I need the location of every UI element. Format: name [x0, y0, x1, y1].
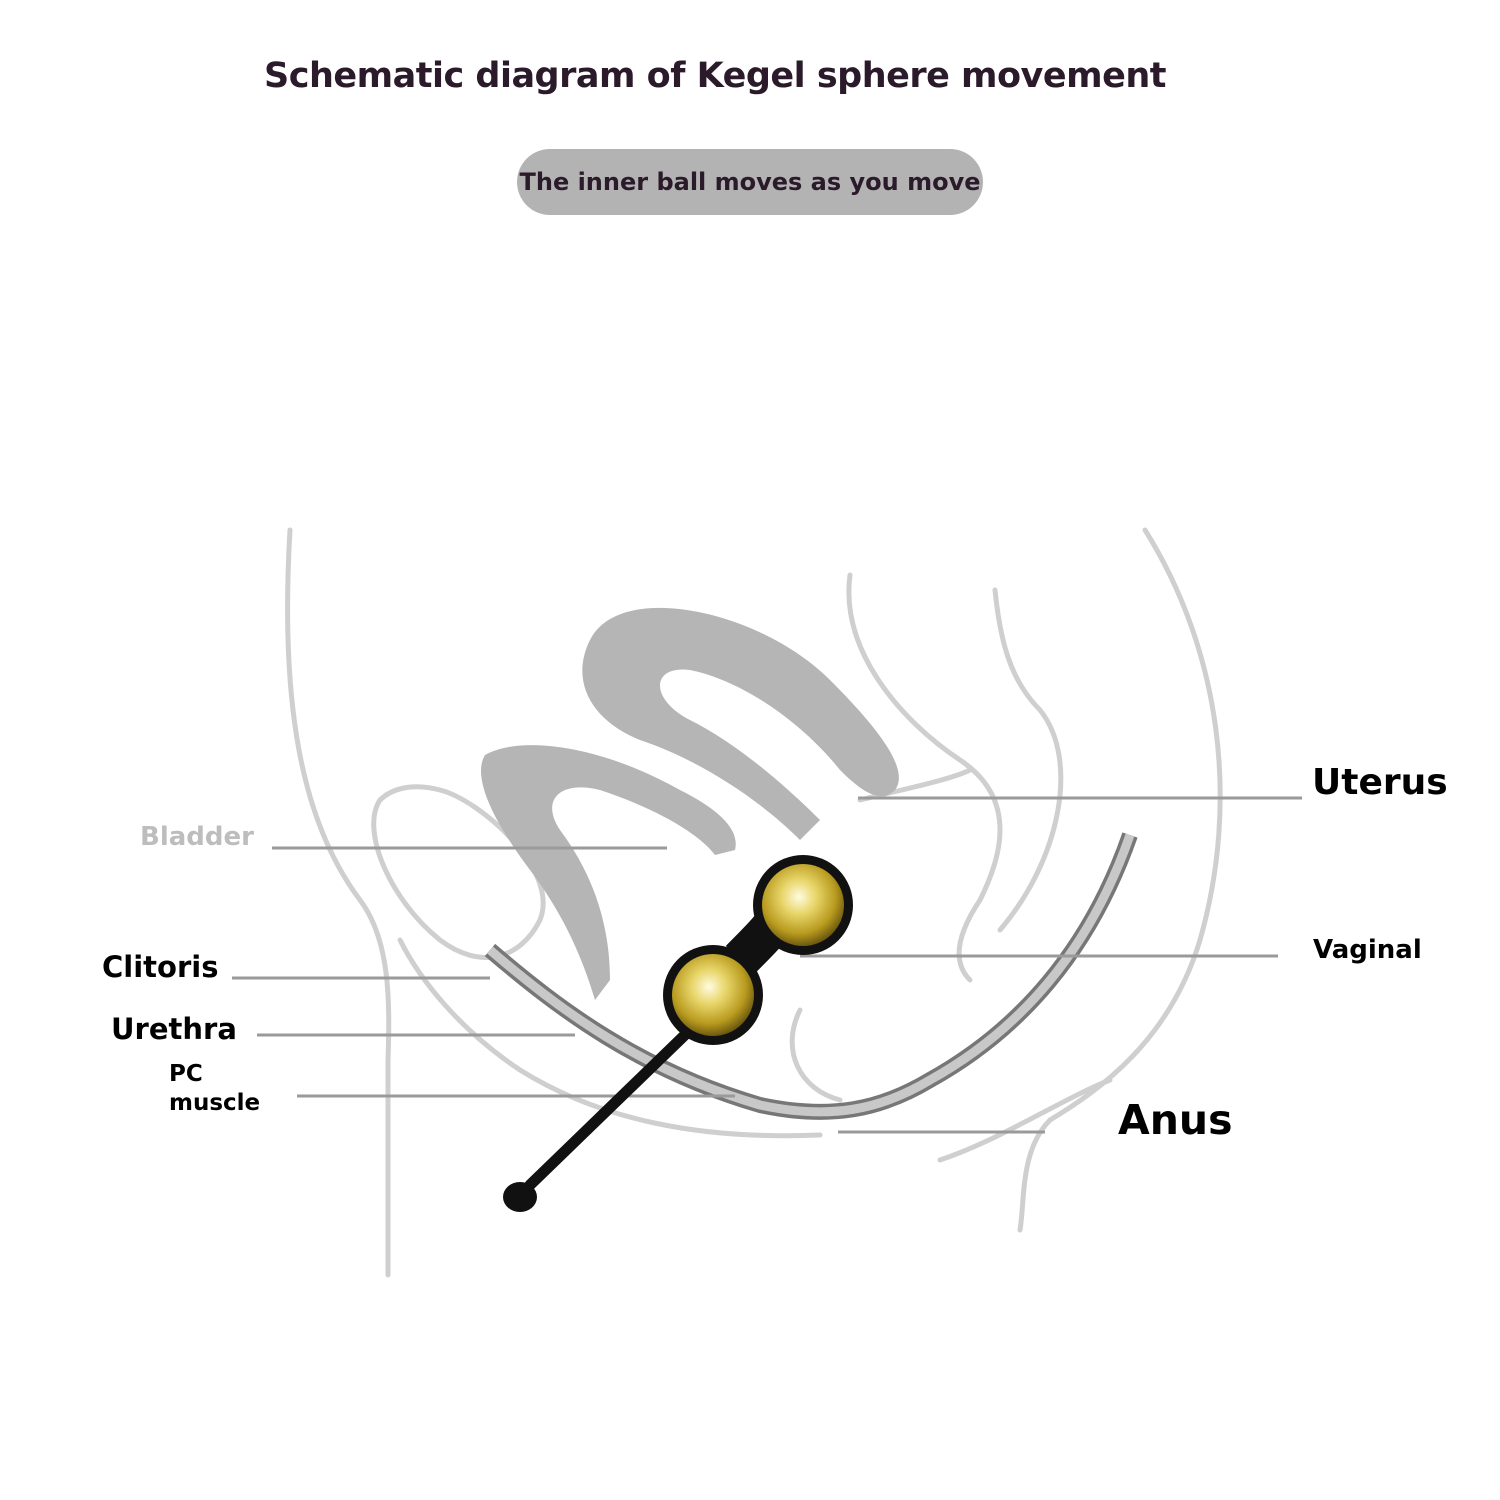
uterus-shape	[582, 607, 899, 840]
diagram-title: Schematic diagram of Kegel sphere moveme…	[264, 56, 1166, 96]
label-uterus: Uterus	[1312, 762, 1448, 803]
retrieval-cord	[524, 1024, 696, 1191]
label-pc-muscle-line1: PC	[169, 1061, 203, 1087]
bladder-shape	[481, 745, 736, 1000]
subtitle-pill: The inner ball moves as you move	[517, 149, 983, 215]
cord-tip	[503, 1182, 537, 1212]
leader-lines	[232, 796, 1302, 1134]
label-urethra: Urethra	[111, 1012, 237, 1046]
lower-gold-ball	[672, 954, 754, 1036]
label-bladder: Bladder	[140, 822, 254, 852]
kegel-balls	[503, 855, 853, 1212]
label-clitoris: Clitoris	[102, 950, 219, 984]
upper-gold-ball	[762, 864, 844, 946]
label-pc-muscle-line2: muscle	[169, 1090, 261, 1116]
label-pc-muscle: PC muscle	[169, 1060, 260, 1118]
vaginal-canal	[484, 832, 1138, 1120]
subtitle-text: The inner ball moves as you move	[519, 168, 981, 196]
body-outline	[285, 527, 1223, 1278]
label-vaginal: Vaginal	[1313, 935, 1422, 965]
label-anus: Anus	[1118, 1096, 1233, 1144]
